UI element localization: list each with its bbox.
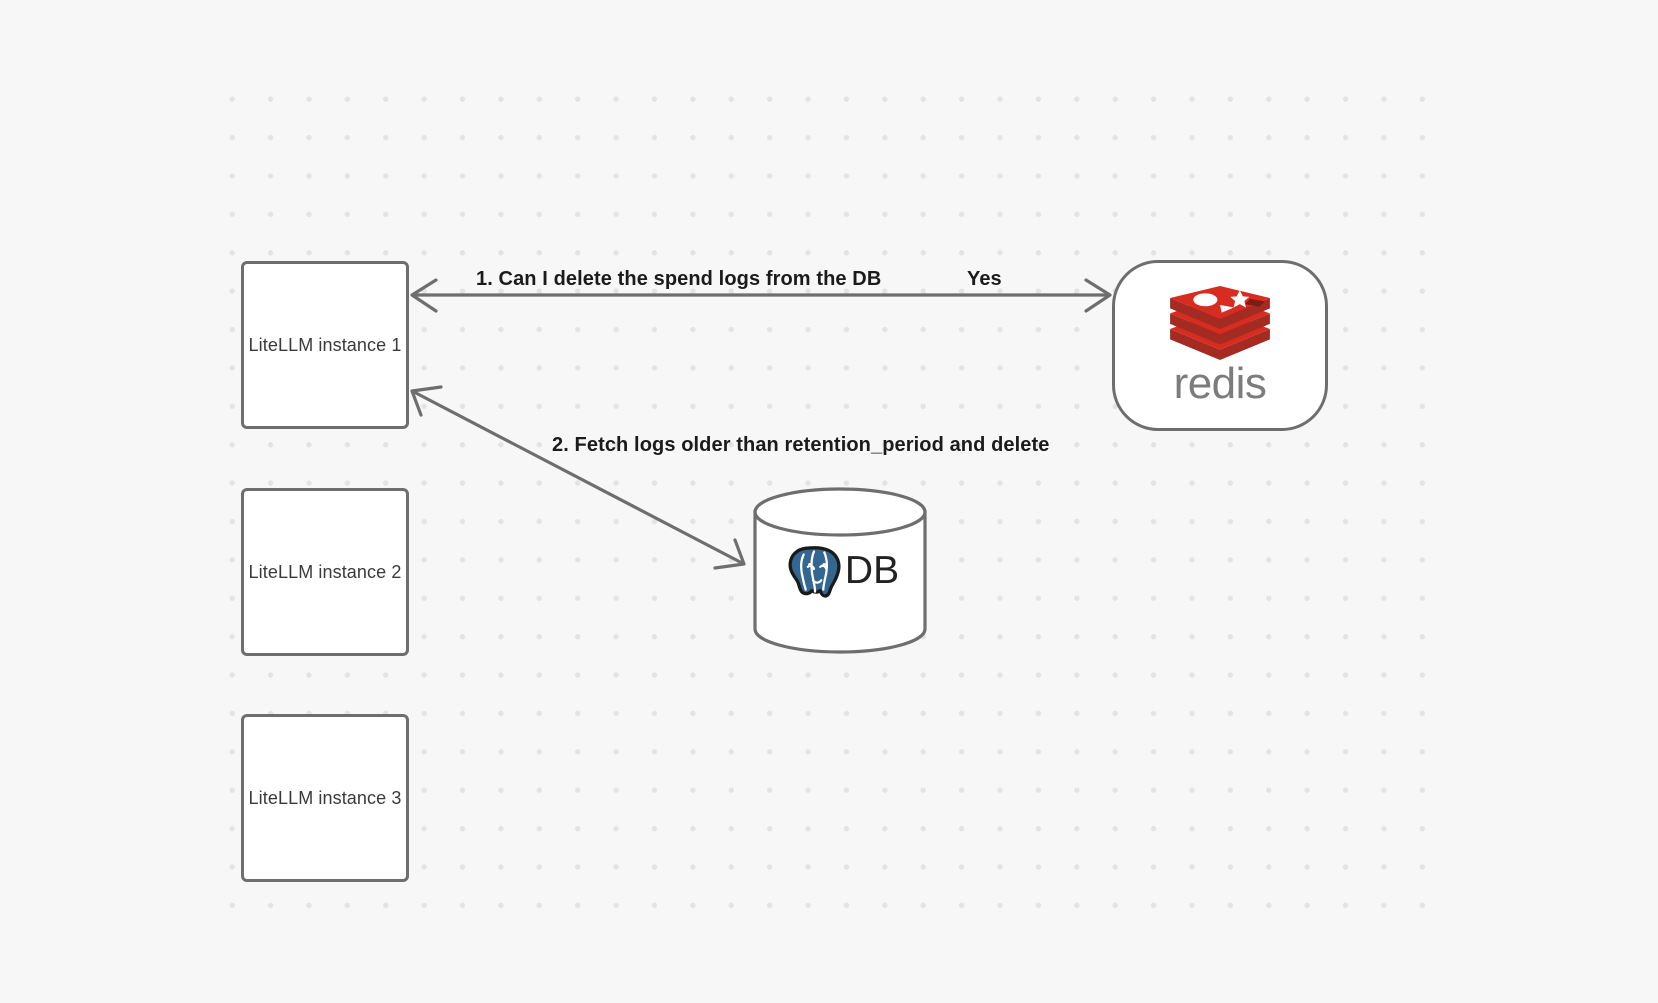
- redis-logo-icon: [1170, 285, 1270, 360]
- node-litellm-instance-3[interactable]: LiteLLM instance 3: [241, 714, 409, 882]
- node-redis[interactable]: redis: [1112, 260, 1328, 431]
- node-litellm-instance-2[interactable]: LiteLLM instance 2: [241, 488, 409, 656]
- arrowhead-downright: [713, 538, 746, 570]
- edge-label-step-1: 1. Can I delete the spend logs from the …: [476, 268, 882, 290]
- postgresql-elephant-icon: [788, 545, 841, 598]
- arrowhead-right: [1084, 278, 1112, 313]
- database-label: DB: [844, 549, 900, 592]
- cylinder-shape: [753, 487, 927, 654]
- database-logo-row: DB: [753, 487, 927, 654]
- redis-wordmark: redis: [1173, 358, 1267, 408]
- arrowhead-upleft: [410, 385, 443, 417]
- node-database[interactable]: DB: [753, 487, 927, 654]
- edge-label-step-2: 2. Fetch logs older than retention_perio…: [552, 434, 1050, 456]
- node-litellm-instance-1[interactable]: LiteLLM instance 1: [241, 261, 409, 429]
- edge-label-yes: Yes: [967, 268, 1002, 290]
- node-label: LiteLLM instance 1: [248, 334, 402, 355]
- node-label: LiteLLM instance 2: [248, 561, 402, 582]
- arrowhead-left: [410, 278, 438, 313]
- node-label: LiteLLM instance 3: [248, 787, 402, 808]
- edge-line: [413, 390, 743, 565]
- edge-litellm1-db: [410, 385, 746, 570]
